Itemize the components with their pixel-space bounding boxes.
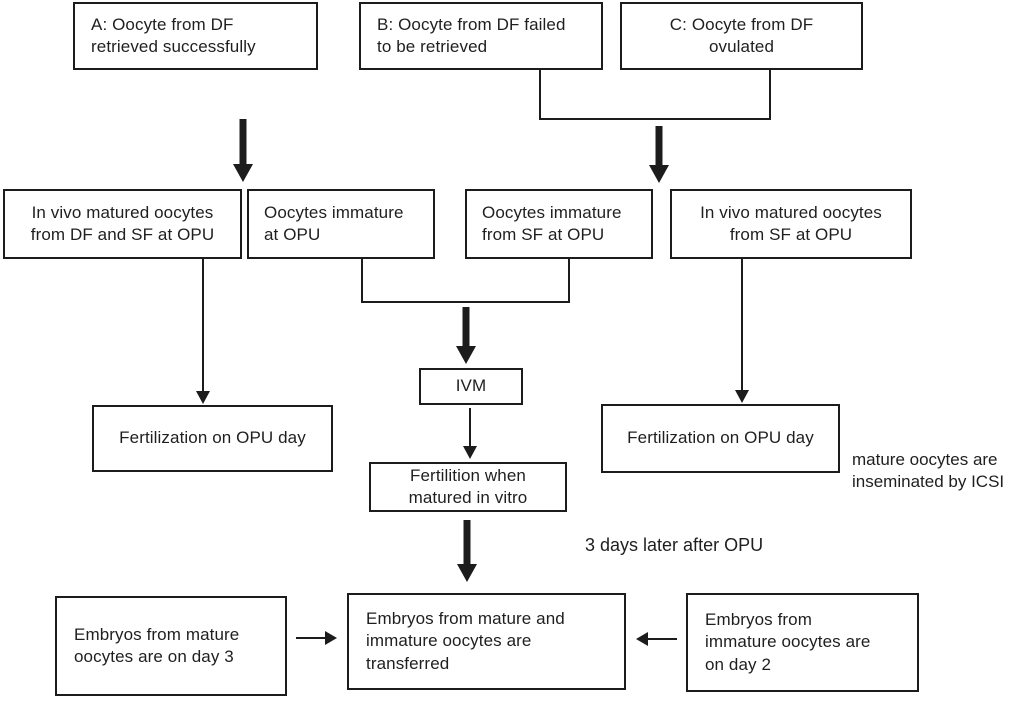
box-invivo-matured-df-sf-label: In vivo matured oocytes from DF and SF a…	[30, 202, 215, 244]
box-invivo-matured-df-sf: In vivo matured oocytes from DF and SF a…	[3, 189, 242, 259]
box-oocyte-c-ovulated: C: Oocyte from DF ovulated	[620, 2, 863, 70]
box-oocyte-b-failed-label: B: Oocyte from DF failed to be retrieved	[377, 14, 566, 56]
box-embryos-mature-day3: Embryos from mature oocytes are on day 3	[55, 596, 287, 696]
box-ivm-label: IVM	[455, 376, 487, 396]
box-oocytes-immature-sf: Oocytes immature from SF at OPU	[465, 189, 653, 259]
box-fertilition-in-vitro-label: Fertilition when matured in vitro	[408, 465, 528, 507]
connector-b-c-merge	[539, 69, 771, 120]
box-fertilization-opu-day-left-label: Fertilization on OPU day	[119, 428, 306, 448]
thick-arrow-to-ivm	[456, 307, 476, 364]
box-oocytes-immature-opu: Oocytes immature at OPU	[247, 189, 435, 259]
box-embryos-transferred-label: Embryos from mature and immature oocytes…	[366, 608, 565, 673]
arrowhead-down-icon	[196, 391, 210, 404]
box-embryos-immature-day2-label: Embryos from immature oocytes are on day…	[705, 609, 871, 674]
note-icsi-insemination: mature oocytes are inseminated by ICSI	[852, 450, 1005, 492]
box-invivo-matured-sf-label: In vivo matured oocytes from SF at OPU	[700, 202, 882, 244]
arrowhead-down-icon	[463, 446, 477, 459]
box-embryos-mature-day3-label: Embryos from mature oocytes are on day 3	[74, 624, 240, 666]
box-ivm: IVM	[419, 368, 523, 405]
box-fertilization-opu-day-right: Fertilization on OPU day	[601, 404, 840, 473]
box-oocyte-c-ovulated-label: C: Oocyte from DF ovulated	[669, 14, 814, 56]
box-fertilition-in-vitro: Fertilition when matured in vitro	[369, 462, 567, 512]
box-embryos-immature-day2: Embryos from immature oocytes are on day…	[686, 593, 919, 692]
arrowhead-right-icon	[325, 631, 337, 645]
arrowhead-down-icon	[735, 390, 749, 403]
box-fertilization-opu-day-right-label: Fertilization on OPU day	[627, 428, 814, 448]
box-oocyte-a-retrieved-label: A: Oocyte from DF retrieved successfully	[91, 14, 256, 56]
thick-arrow-bc-down	[649, 126, 669, 183]
note-3-days-after-opu: 3 days later after OPU	[585, 535, 764, 555]
box-embryos-transferred: Embryos from mature and immature oocytes…	[347, 593, 626, 690]
arrowhead-left-icon	[636, 632, 648, 646]
thick-arrow-a-down	[233, 119, 253, 182]
box-invivo-matured-sf: In vivo matured oocytes from SF at OPU	[670, 189, 912, 259]
connector-immature-merge	[361, 259, 570, 303]
box-oocytes-immature-sf-label: Oocytes immature from SF at OPU	[482, 202, 622, 244]
thick-arrow-to-transfer	[457, 520, 477, 582]
box-fertilization-opu-day-left: Fertilization on OPU day	[92, 405, 333, 472]
box-oocyte-a-retrieved: A: Oocyte from DF retrieved successfully	[73, 2, 318, 70]
box-oocytes-immature-opu-label: Oocytes immature at OPU	[264, 202, 404, 244]
box-oocyte-b-failed: B: Oocyte from DF failed to be retrieved	[359, 2, 603, 70]
